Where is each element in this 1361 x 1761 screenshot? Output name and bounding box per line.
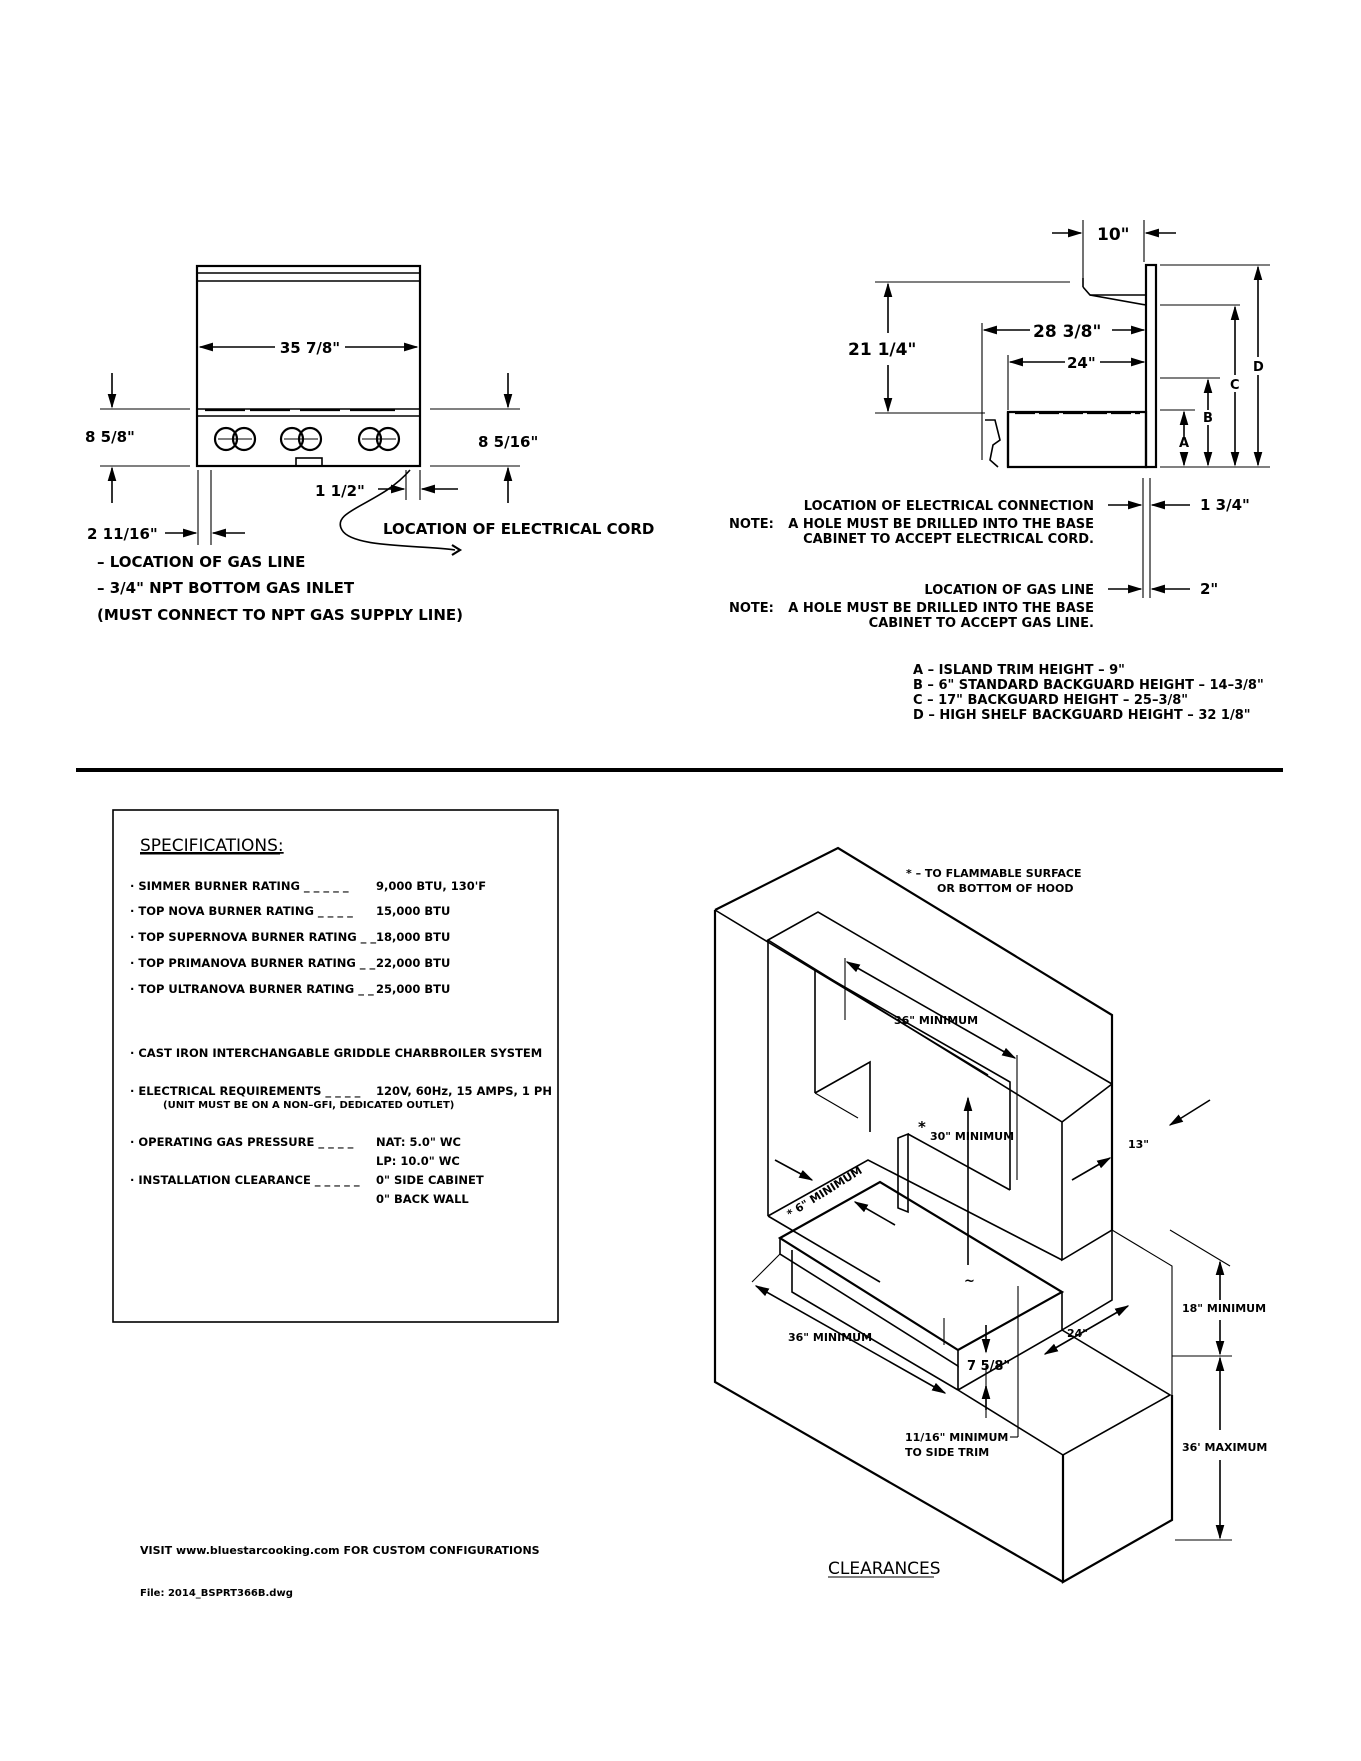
electrical-connection-label: LOCATION OF ELECTRICAL CONNECTION — [804, 499, 1094, 514]
clearances-drawing: 36" MINIMUM ~ * 30" MINIMUM 13" * 6" MIN… — [713, 846, 1267, 1584]
star-note-2: OR BOTTOM OF HOOD — [937, 882, 1074, 895]
gas-line-label: LOCATION OF GAS LINE — [924, 583, 1094, 598]
vertical-clearance-label: 30" MINIMUM — [930, 1130, 1014, 1143]
spec-simmer-value: 9,000 BTU, 130'F — [376, 879, 486, 893]
specifications-title: SPECIFICATIONS: — [140, 836, 284, 856]
counter-width-label: 36" MINIMUM — [788, 1331, 872, 1344]
spec-electrical-label: · ELECTRICAL REQUIREMENTS _ _ _ _ — [130, 1084, 361, 1099]
spec-gas-label: · OPERATING GAS PRESSURE _ _ _ _ — [130, 1135, 354, 1150]
spec-griddle: · CAST IRON INTERCHANGABLE GRIDDLE CHARB… — [130, 1046, 542, 1060]
spec-ultranova-value: 25,000 BTU — [376, 982, 450, 996]
spec-ultranova-label: · TOP ULTRANOVA BURNER RATING _ _ — [130, 982, 374, 997]
spec-electrical-sub: (UNIT MUST BE ON A NON–GFI, DEDICATED OU… — [163, 1100, 454, 1111]
legend-c: C – 17" BACKGUARD HEIGHT – 25–3/8" — [913, 693, 1188, 708]
counter-depth-label: 24" — [1067, 1327, 1088, 1340]
side-inner-depth-dim: 24" — [1067, 354, 1096, 372]
cord-offset-dim: 1 1/2" — [315, 482, 365, 500]
shelf-dim: 10" — [1097, 225, 1130, 245]
specifications-box: SPECIFICATIONS: · SIMMER BURNER RATING _… — [112, 809, 559, 1323]
electrical-dim: 1 3/4" — [1200, 496, 1250, 514]
spec-primanova-label: · TOP PRIMANOVA BURNER RATING _ _ — [130, 956, 376, 971]
side-view: 10" 21 1/4" 28 3/8" 24" — [729, 220, 1270, 723]
clearances-title: CLEARANCES — [828, 1559, 941, 1579]
front-note-npt-supply: (MUST CONNECT TO NPT GAS SUPPLY LINE) — [97, 606, 463, 624]
side-trim-label-2: TO SIDE TRIM — [905, 1446, 989, 1459]
front-width-dim: 35 7/8" — [280, 339, 340, 357]
height-above-label: 18" MINIMUM — [1182, 1302, 1266, 1315]
legend-a: A – ISLAND TRIM HEIGHT – 9" — [913, 663, 1125, 678]
gas-note-1: A HOLE MUST BE DRILLED INTO THE BASE — [788, 601, 1094, 616]
spec-clearance-side: 0" SIDE CABINET — [376, 1173, 484, 1187]
spec-supernova-value: 18,000 BTU — [376, 930, 450, 944]
spec-clearance-back: 0" BACK WALL — [376, 1192, 469, 1206]
side-height-dim: 21 1/4" — [848, 340, 916, 360]
side-trim-label-1: 11/16" MINIMUM — [905, 1431, 1008, 1444]
spec-electrical-value: 120V, 60Hz, 15 AMPS, 1 PH — [376, 1084, 552, 1098]
gas-note-label: NOTE: — [729, 601, 774, 616]
hood-depth-label: 13" — [1128, 1138, 1149, 1151]
spec-gas-value-lp: LP: 10.0" WC — [376, 1154, 460, 1168]
electrical-cord-label: LOCATION OF ELECTRICAL CORD — [383, 520, 654, 538]
hood-width-label: 36" MINIMUM — [894, 1014, 978, 1027]
legend-d: D – HIGH SHELF BACKGUARD HEIGHT – 32 1/8… — [913, 708, 1251, 723]
electrical-note-1: A HOLE MUST BE DRILLED INTO THE BASE — [788, 517, 1094, 532]
spec-gas-value-nat: NAT: 5.0" WC — [376, 1135, 461, 1149]
trim-height-label: 7 5/8" — [967, 1359, 1010, 1374]
spec-nova-value: 15,000 BTU — [376, 904, 450, 918]
spec-simmer-label: · SIMMER BURNER RATING _ _ _ _ _ — [130, 879, 349, 894]
gas-note-2: CABINET TO ACCEPT GAS LINE. — [869, 616, 1094, 631]
star-note-1: * – TO FLAMMABLE SURFACE — [906, 867, 1081, 880]
counter-height-label: 36' MAXIMUM — [1182, 1441, 1267, 1454]
spec-clearance-label: · INSTALLATION CLEARANCE _ _ _ _ _ — [130, 1173, 360, 1188]
front-view: 35 7/8" 8 5/8" 8 5/16" 1 1/2" LOCATION O… — [85, 264, 654, 624]
star-30-minimum: * — [918, 1118, 926, 1136]
footer-file: File: 2014_BSPRT366B.dwg — [140, 1588, 293, 1599]
spec-primanova-value: 22,000 BTU — [376, 956, 450, 970]
electrical-note-2: CABINET TO ACCEPT ELECTRICAL CORD. — [803, 532, 1094, 547]
front-right-height-dim: 8 5/16" — [478, 433, 538, 451]
gas-offset-dim: 2 11/16" — [87, 525, 158, 543]
letter-d: D — [1253, 360, 1264, 375]
front-left-height-dim: 8 5/8" — [85, 428, 135, 446]
electrical-note-label: NOTE: — [729, 517, 774, 532]
side-depth-dim: 28 3/8" — [1033, 322, 1101, 342]
front-note-gas-line: – LOCATION OF GAS LINE — [97, 553, 305, 571]
letter-b: B — [1203, 411, 1213, 426]
letter-c: C — [1230, 378, 1240, 393]
letter-a: A — [1179, 436, 1189, 451]
footer-visit: VISIT www.bluestarcooking.com FOR CUSTOM… — [140, 1544, 540, 1557]
gas-dim: 2" — [1200, 580, 1218, 598]
front-note-gas-inlet: – 3/4" NPT BOTTOM GAS INLET — [97, 579, 355, 597]
svg-text:~: ~ — [964, 1274, 975, 1289]
spec-nova-label: · TOP NOVA BURNER RATING _ _ _ _ — [130, 904, 353, 919]
spec-supernova-label: · TOP SUPERNOVA BURNER RATING _ _ — [130, 930, 376, 945]
control-knobs — [213, 426, 401, 452]
legend-b: B – 6" STANDARD BACKGUARD HEIGHT – 14–3/… — [913, 678, 1264, 693]
